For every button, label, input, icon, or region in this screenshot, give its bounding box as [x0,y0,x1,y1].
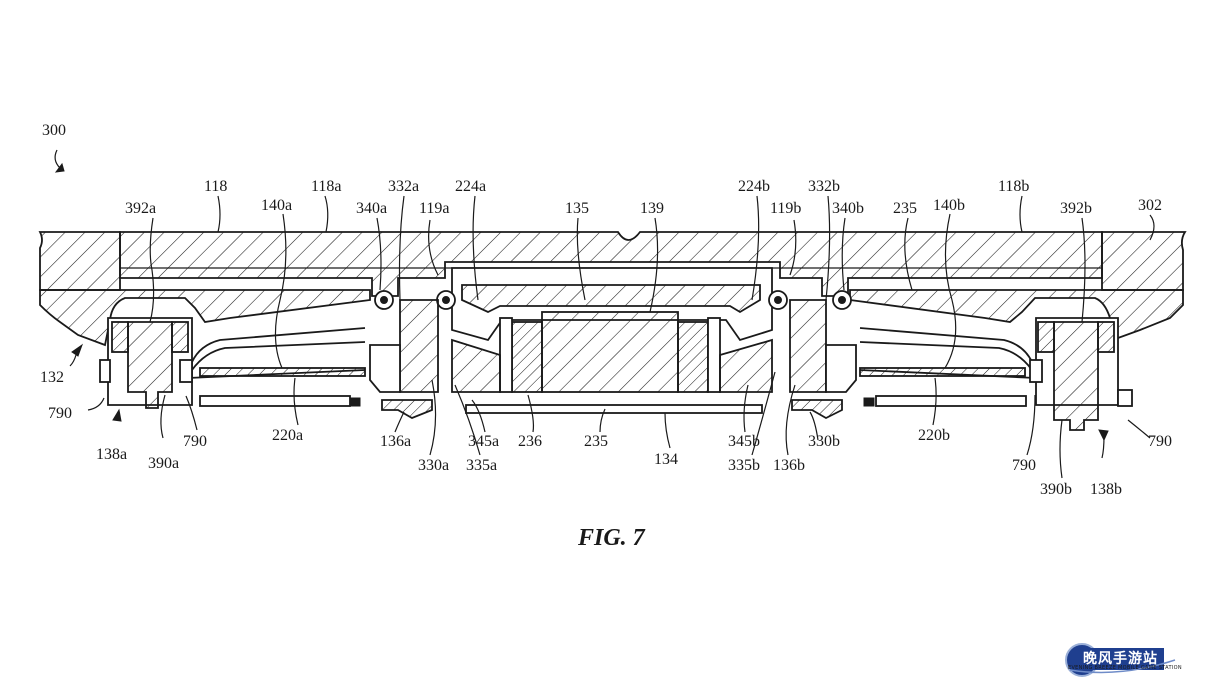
figure-caption: FIG. 7 [577,525,646,551]
watermark-logo [1065,643,1176,677]
label-392a: 392a [125,200,156,217]
label-330b: 330b [808,433,840,450]
label-345a: 345a [468,433,499,450]
right-seal-group [768,290,857,420]
label-330a: 330a [418,457,449,474]
label-332a: 332a [388,178,419,195]
label-332b: 332b [808,178,840,195]
label-119b: 119b [770,200,801,217]
label-220a: 220a [272,427,303,444]
left-seal-group [369,290,456,419]
label-140b: 140b [933,197,965,214]
label-140a: 140a [261,197,292,214]
label-300: 300 [42,122,66,139]
left-button-group [99,317,193,409]
label-790-b: 790 [183,433,207,450]
watermark-title: 晚风手游站 [1083,651,1158,667]
label-135: 135 [565,200,589,217]
inner-cover-135 [451,267,773,414]
label-235-top: 235 [893,200,917,217]
label-302: 302 [1138,197,1162,214]
label-132: 132 [40,369,64,386]
label-139: 139 [640,200,664,217]
label-335a: 335a [466,457,497,474]
label-392b: 392b [1060,200,1092,217]
label-390b: 390b [1040,481,1072,498]
label-335b: 335b [728,457,760,474]
watermark-subtitle: EVENING BREEZE MOBILE GAME STATION [1068,665,1182,671]
label-224a: 224a [455,178,486,195]
housing-302 [38,231,1187,347]
label-790-a: 790 [48,405,72,422]
right-button-group [1029,317,1133,431]
label-136a: 136a [380,433,411,450]
leader-lines [54,149,1155,479]
label-119a: 119a [419,200,450,217]
label-138b: 138b [1090,481,1122,498]
label-136b: 136b [773,457,805,474]
label-790-d: 790 [1148,433,1172,450]
label-235: 235 [584,433,608,450]
label-118: 118 [204,178,227,195]
label-224b: 224b [738,178,770,195]
right-speaker-group [859,327,1037,407]
label-390a: 390a [148,455,179,472]
label-118a: 118a [311,178,342,195]
reference-labels: 300 118 118a 332a 224a 224b 332b 118b 30… [40,122,1172,498]
label-340b: 340b [832,200,864,217]
label-345b: 345b [728,433,760,450]
label-220b: 220b [918,427,950,444]
label-790-c: 790 [1012,457,1036,474]
left-speaker-group [187,327,366,407]
label-134: 134 [654,451,678,468]
label-118b: 118b [998,178,1029,195]
label-236: 236 [518,433,542,450]
label-138a: 138a [96,446,127,463]
label-340a: 340a [356,200,387,217]
